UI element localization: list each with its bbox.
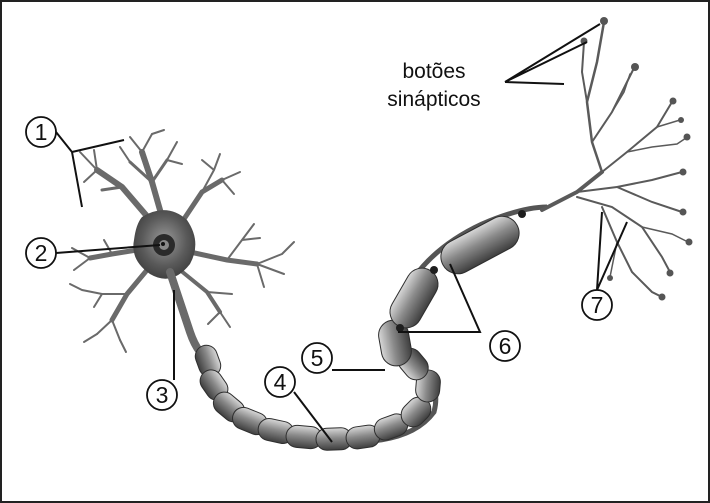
- label-7: 7: [591, 292, 604, 318]
- label-5: 5: [311, 345, 324, 371]
- leader-lines: [55, 23, 628, 443]
- label-terminals-line2: sinápticos: [387, 88, 480, 111]
- myelin-sheath: [194, 215, 520, 451]
- axon-hillock: [166, 268, 204, 356]
- label-2: 2: [35, 240, 48, 266]
- label-terminals-line1: botões: [402, 60, 465, 83]
- axon-terminals: [540, 20, 689, 298]
- label-6: 6: [499, 333, 512, 359]
- label-4: 4: [274, 369, 287, 395]
- cell-body: [133, 210, 196, 279]
- label-3: 3: [156, 382, 169, 408]
- label-1: 1: [35, 119, 48, 145]
- ranvier-nodes: [396, 210, 526, 332]
- label-circles: [25, 116, 613, 411]
- dendrites: [69, 129, 295, 353]
